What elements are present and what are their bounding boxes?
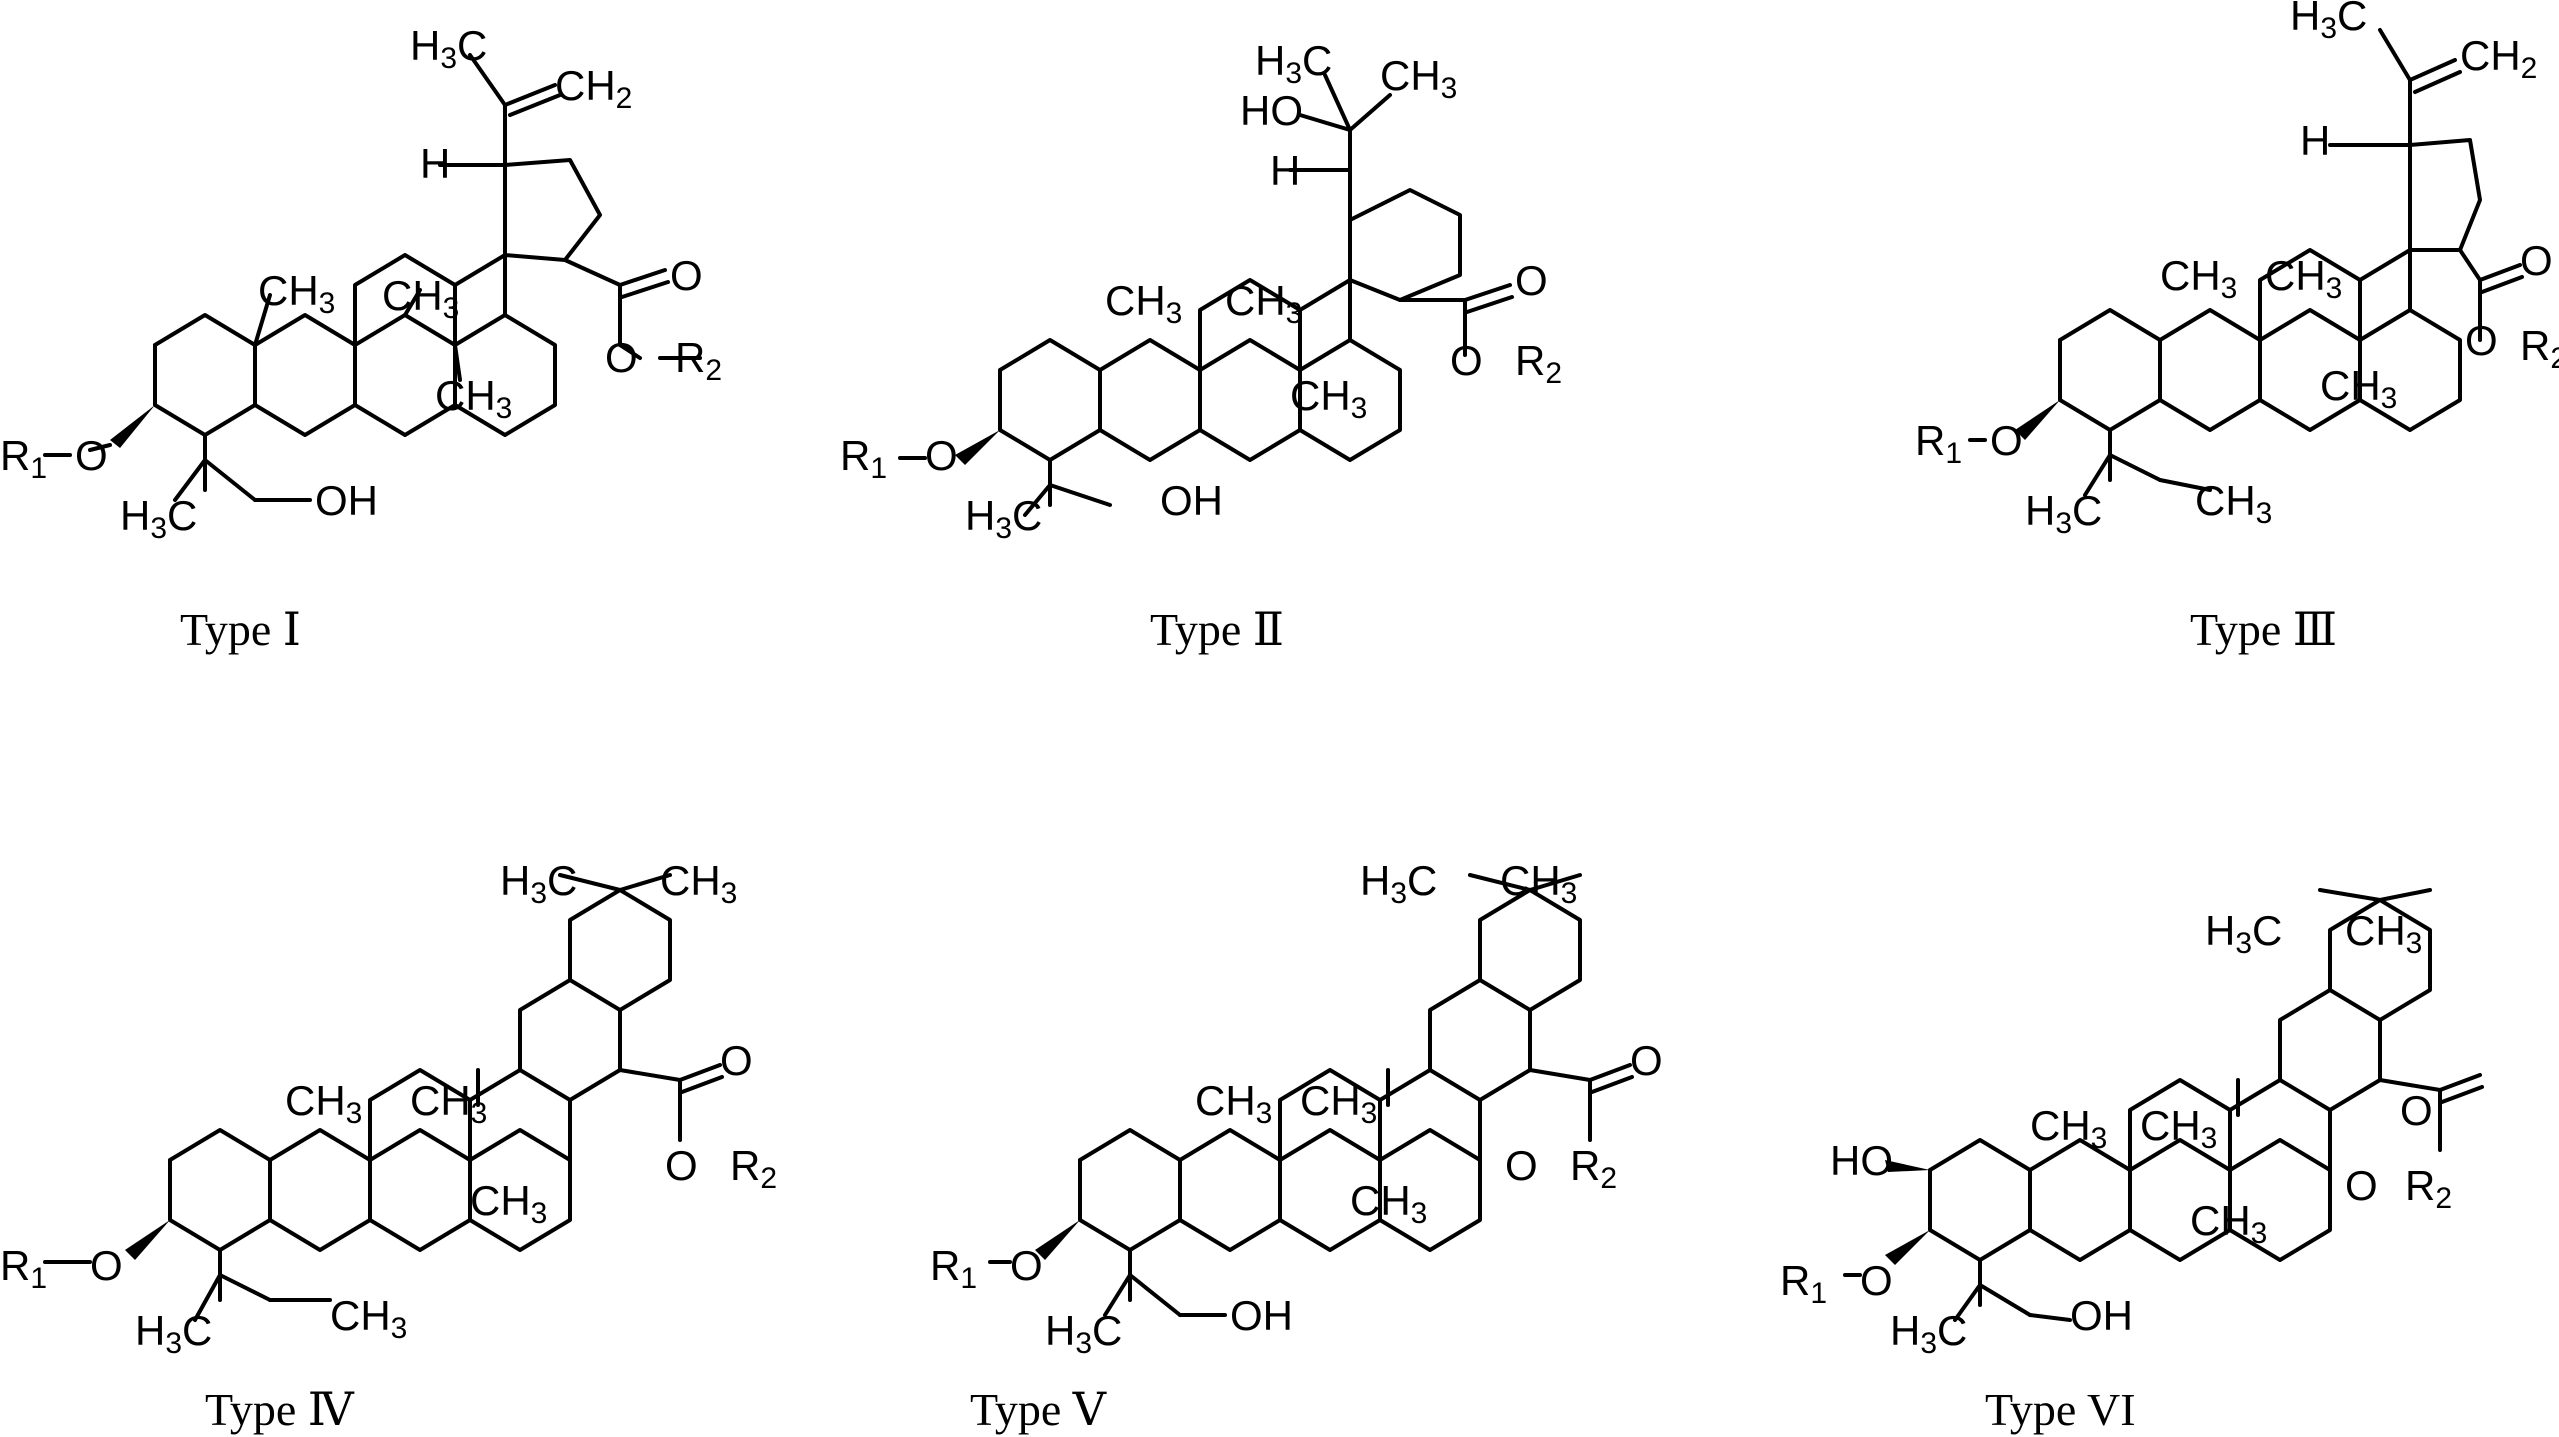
label-ch3-b: CH3​ [2140,1102,2217,1155]
label-oh: OH [1160,477,1223,524]
structure-type-1: H3​C CH2​ H CH3​ CH3​ CH3​ O O R2​ R1​ O… [0,22,722,655]
label-ch3-b: CH3​ [2265,252,2342,305]
caption-type-6: Type VI [1985,1384,2136,1435]
label-r2: R2​ [1570,1142,1617,1195]
label-r1: R1​ [0,432,47,485]
caption-type-5: Type Ⅴ [970,1384,1107,1435]
label-ch3-c: CH3​ [435,372,512,425]
label-r1: R1​ [930,1242,977,1295]
label-o-ester: O [1450,337,1483,384]
structure-type-2: H3​C CH3​ HO H CH3​ CH3​ CH3​ O O R2​ R1… [840,37,1562,655]
label-o-ether: O [90,1242,123,1289]
label-oh: OH [1230,1292,1293,1339]
label-o-carbonyl: O [720,1037,753,1084]
label-ho: HO [1240,87,1303,134]
label-r1: R1​ [840,432,887,485]
structure-type-5: H3​C CH3​ CH3​ CH3​ CH3​ O O R2​ R1​ O H… [930,857,1663,1435]
label-ch3-top: CH3​ [1500,857,1577,910]
label-r1: R1​ [1780,1257,1827,1310]
label-ch3-bottom: CH3​ [2195,477,2272,530]
label-h3c-bottom: H3​C [1890,1307,1967,1360]
label-h3c: H3​C [1255,37,1332,90]
label-h3c-bottom: H3​C [120,492,197,545]
label-ch3-top: CH3​ [660,857,737,910]
label-o-ester: O [605,334,638,381]
label-r2: R2​ [2405,1162,2452,1215]
label-ho: HO [1830,1137,1893,1184]
label-r2: R2​ [730,1142,777,1195]
caption-type-3: Type Ⅲ [2190,604,2337,655]
label-r2: R2​ [675,334,722,387]
label-h3c-top: H3​C [500,857,577,910]
label-r2: R2​ [1515,337,1562,390]
label-ch2: CH2​ [2460,32,2537,85]
label-h3c-bottom: H3​C [135,1307,212,1360]
label-ch3-b: CH3​ [1300,1077,1377,1130]
label-o-carbonyl: O [670,252,703,299]
label-h3c-bottom: H3​C [965,492,1042,545]
label-o-carbonyl: O [2400,1087,2433,1134]
label-h: H [420,140,450,187]
caption-type-1: Type Ⅰ [180,604,301,655]
label-ch3-c: CH3​ [470,1177,547,1230]
caption-type-2: Type Ⅱ [1150,604,1284,655]
label-h3c-bottom: H3​C [1045,1307,1122,1360]
label-o-ester: O [1505,1142,1538,1189]
caption-type-4: Type Ⅳ [205,1384,355,1435]
label-o-ether: O [1860,1257,1893,1304]
label-ch3-b: CH3​ [410,1077,487,1130]
label-oh: OH [2070,1292,2133,1339]
label-ch3-top: CH3​ [1380,52,1457,105]
label-o-ether: O [75,432,108,479]
label-o-ester: O [2465,317,2498,364]
label-h3c-top: H3​C [2205,907,2282,960]
label-o-ester: O [665,1142,698,1189]
label-ch3-bottom: CH3​ [330,1292,407,1345]
label-h3c-bottom: H3​C [2025,487,2102,540]
label-r2: R2​ [2520,322,2559,375]
label-o-ester: O [2345,1162,2378,1209]
label-ch3-a: CH3​ [1105,277,1182,330]
label-ch3-c: CH3​ [1290,372,1367,425]
label-o-carbonyl: O [1630,1037,1663,1084]
label-o-ether: O [1010,1242,1043,1289]
structure-type-4: H3​C CH3​ CH3​ CH3​ CH3​ O O R2​ R1​ O H… [0,857,777,1435]
label-ch3-b: CH3​ [382,272,459,325]
label-oh: OH [315,477,378,524]
label-o-ether: O [925,432,958,479]
label-o-ether: O [1990,417,2023,464]
label-h: H [1270,147,1300,194]
label-ch3-b: CH3​ [1225,277,1302,330]
label-ch3-a: CH3​ [2160,252,2237,305]
label-h3c-top: H3​C [1360,857,1437,910]
label-r1: R1​ [0,1242,47,1295]
label-ch3-c: CH3​ [2320,362,2397,415]
label-o-carbonyl: O [1515,257,1548,304]
label-h3c: H3​C [410,22,487,75]
label-ch3-top: CH3​ [2345,907,2422,960]
label-ch3-c: CH3​ [2190,1197,2267,1250]
label-ch3-a: CH3​ [1195,1077,1272,1130]
label-h: H [2300,117,2330,164]
label-ch3-a: CH3​ [258,267,335,320]
label-ch3-a: CH3​ [285,1077,362,1130]
structure-type-6: H3​C CH3​ HO CH3​ CH3​ CH3​ O O R2​ R1​ … [1780,888,2484,1435]
label-ch3-c: CH3​ [1350,1177,1427,1230]
label-h3c: H3​C [2290,0,2367,45]
label-ch2: CH2​ [555,62,632,115]
label-ch3-a: CH3​ [2030,1102,2107,1155]
label-r1: R1​ [1915,417,1962,470]
label-o-carbonyl: O [2520,237,2553,284]
structure-type-3: H3​C CH2​ H CH3​ CH3​ CH3​ O O R2​ R1​ O… [1915,0,2559,655]
